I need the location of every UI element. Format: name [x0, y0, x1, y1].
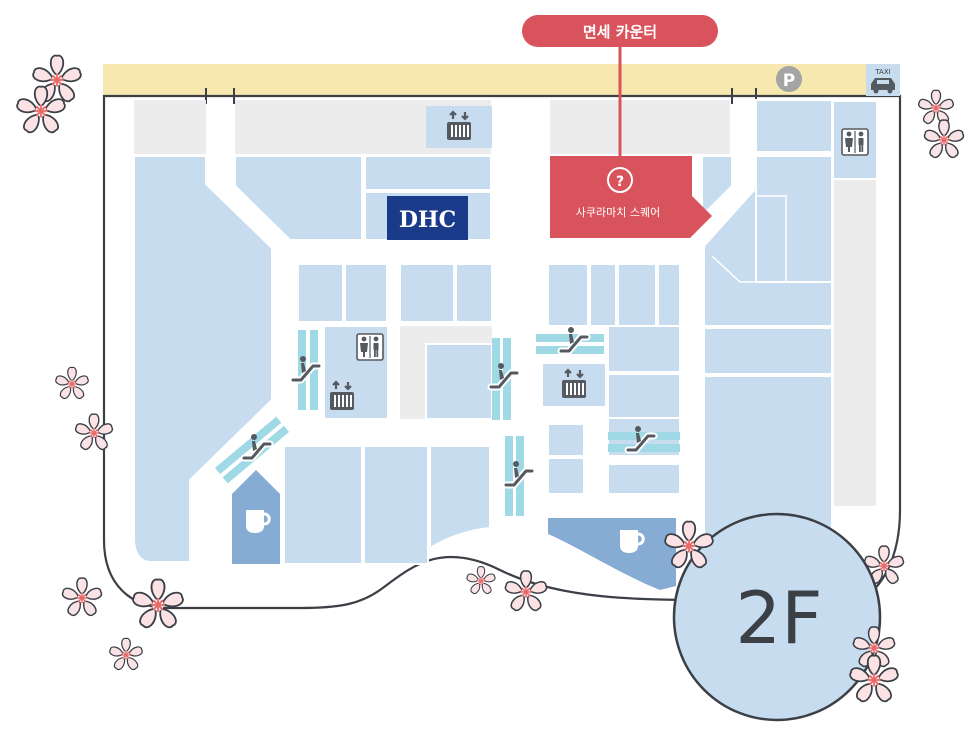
shop-southwest-1[interactable]	[283, 445, 363, 565]
escalator-band	[505, 436, 513, 516]
shop-east-5[interactable]	[607, 325, 681, 373]
shop-center-2[interactable]	[344, 263, 388, 323]
shop-north-2[interactable]	[364, 155, 492, 191]
shop-east-wedge[interactable]	[703, 185, 833, 327]
shop-north-1[interactable]	[234, 155, 363, 241]
shop-northeast-corner[interactable]	[701, 155, 733, 219]
shop-southwest-3[interactable]	[429, 445, 491, 550]
shop-east-mid[interactable]	[703, 327, 833, 375]
floor-label: 2F	[735, 576, 822, 660]
question-mark: ?	[616, 174, 624, 190]
cherry-blossom-icon	[60, 577, 104, 618]
shop-northeast[interactable]	[755, 99, 833, 153]
shop-center-4[interactable]	[455, 263, 493, 323]
road	[103, 64, 900, 96]
shop-center-1[interactable]	[297, 263, 344, 323]
shop-east-1[interactable]	[547, 263, 589, 327]
shop-south-1[interactable]	[547, 423, 585, 457]
shop-east-6[interactable]	[607, 373, 681, 419]
cherry-blossom-icon	[14, 85, 68, 136]
parking-label: P	[783, 71, 795, 91]
restroom-icon[interactable]	[841, 128, 869, 156]
escalator-band	[492, 338, 500, 420]
floor-badge	[672, 512, 882, 722]
service-area	[134, 100, 206, 154]
escalator-band	[608, 444, 680, 452]
shop-south-4[interactable]	[607, 463, 681, 495]
shop-east-4[interactable]	[657, 263, 681, 327]
parking-icon[interactable]	[776, 66, 802, 92]
question-icon	[607, 167, 633, 193]
shop-west-large[interactable]	[133, 155, 273, 563]
callout-label: 면세 카운터	[583, 23, 657, 41]
restroom-icon[interactable]	[356, 333, 384, 361]
dhc-label: DHC	[399, 207, 456, 233]
shop-center-3[interactable]	[399, 263, 455, 323]
cherry-blossom-icon	[54, 366, 90, 401]
callout-pill[interactable]	[522, 15, 718, 47]
service-area	[550, 100, 730, 154]
shop-east-3[interactable]	[617, 263, 657, 327]
info-shop-label: 사쿠라마치 스퀘어	[576, 206, 660, 219]
escalator-band	[214, 416, 282, 475]
shop-southwest-2[interactable]	[363, 445, 429, 565]
service-area	[834, 180, 876, 506]
taxi-icon	[871, 78, 895, 94]
shop-south-2[interactable]	[547, 457, 585, 495]
cherry-blossom-icon	[922, 119, 966, 160]
cherry-blossom-icon	[465, 566, 497, 596]
cherry-blossom-icon	[917, 89, 955, 126]
dhc-store[interactable]	[387, 196, 468, 240]
cherry-blossom-icon	[108, 637, 144, 672]
info-shop[interactable]	[550, 156, 712, 238]
taxi-label: TAXI	[874, 68, 890, 76]
shop-center-5[interactable]	[425, 343, 493, 420]
shop-east-2[interactable]	[589, 263, 617, 327]
